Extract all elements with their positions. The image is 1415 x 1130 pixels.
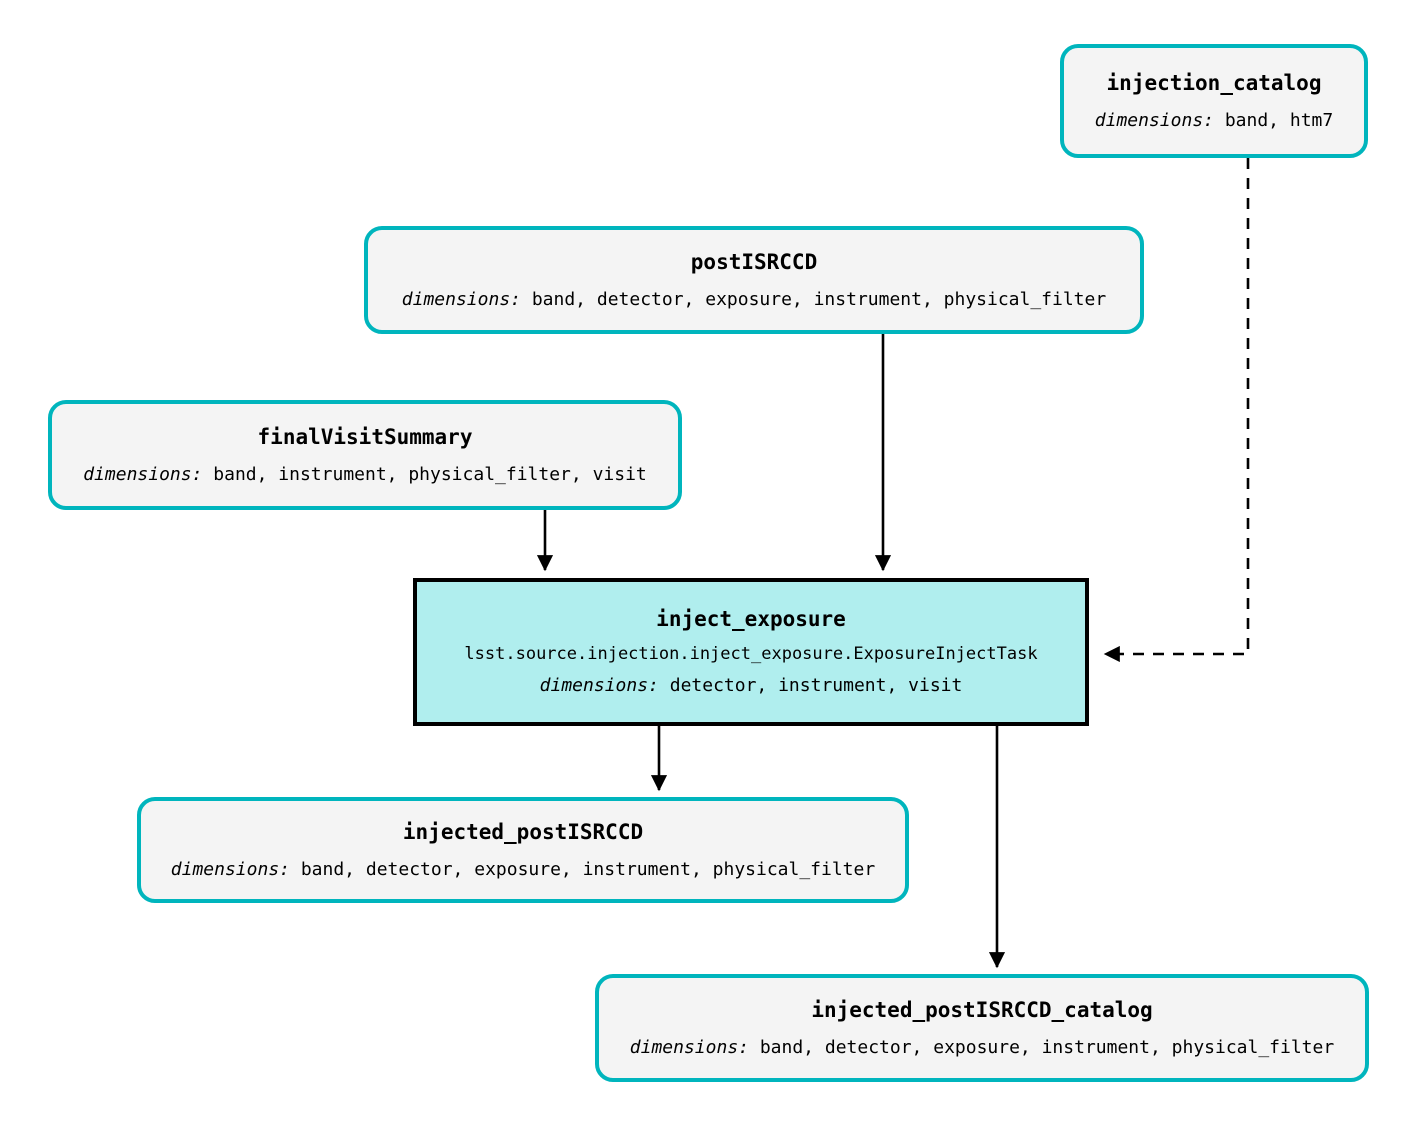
- node-finalvisitsummary[interactable]: finalVisitSummary dimensions: band, inst…: [48, 400, 682, 510]
- node-injection-catalog[interactable]: injection_catalog dimensions: band, htm7: [1060, 44, 1368, 158]
- node-title: injected_postISRCCD: [402, 819, 644, 844]
- dimensions-label: dimensions:: [1094, 109, 1214, 131]
- node-dimensions: dimensions: band, instrument, physical_f…: [83, 463, 647, 485]
- dimensions-value: band, detector, exposure, instrument, ph…: [521, 288, 1107, 310]
- dimensions-value: detector, instrument, visit: [658, 674, 963, 696]
- node-dimensions: dimensions: band, htm7: [1094, 109, 1334, 131]
- node-injected-postisrccd[interactable]: injected_postISRCCD dimensions: band, de…: [137, 797, 909, 903]
- node-title: postISRCCD: [690, 249, 818, 274]
- dimensions-label: dimensions:: [629, 1036, 749, 1058]
- dimensions-label: dimensions:: [539, 674, 659, 696]
- node-class-path: lsst.source.injection.inject_exposure.Ex…: [464, 644, 1038, 665]
- dimensions-label: dimensions:: [401, 288, 521, 310]
- dimensions-value: band, detector, exposure, instrument, ph…: [290, 858, 876, 880]
- node-title: finalVisitSummary: [257, 424, 473, 449]
- node-title: injection_catalog: [1106, 70, 1322, 95]
- node-dimensions: dimensions: band, detector, exposure, in…: [629, 1036, 1335, 1058]
- dimensions-value: band, detector, exposure, instrument, ph…: [749, 1036, 1335, 1058]
- dimensions-label: dimensions:: [83, 463, 203, 485]
- dimensions-value: band, htm7: [1214, 109, 1334, 131]
- node-title: inject_exposure: [656, 607, 846, 632]
- dimensions-value: band, instrument, physical_filter, visit: [202, 463, 647, 485]
- node-dimensions: dimensions: band, detector, exposure, in…: [401, 288, 1107, 310]
- node-dimensions: dimensions: detector, instrument, visit: [540, 676, 963, 696]
- dimensions-label: dimensions:: [170, 858, 290, 880]
- node-inject-exposure-task[interactable]: inject_exposure lsst.source.injection.in…: [413, 578, 1089, 726]
- node-postisrccd[interactable]: postISRCCD dimensions: band, detector, e…: [364, 226, 1144, 334]
- node-dimensions: dimensions: band, detector, exposure, in…: [170, 858, 876, 880]
- node-injected-postisrccd-catalog[interactable]: injected_postISRCCD_catalog dimensions: …: [595, 974, 1369, 1082]
- node-title: injected_postISRCCD_catalog: [811, 997, 1153, 1022]
